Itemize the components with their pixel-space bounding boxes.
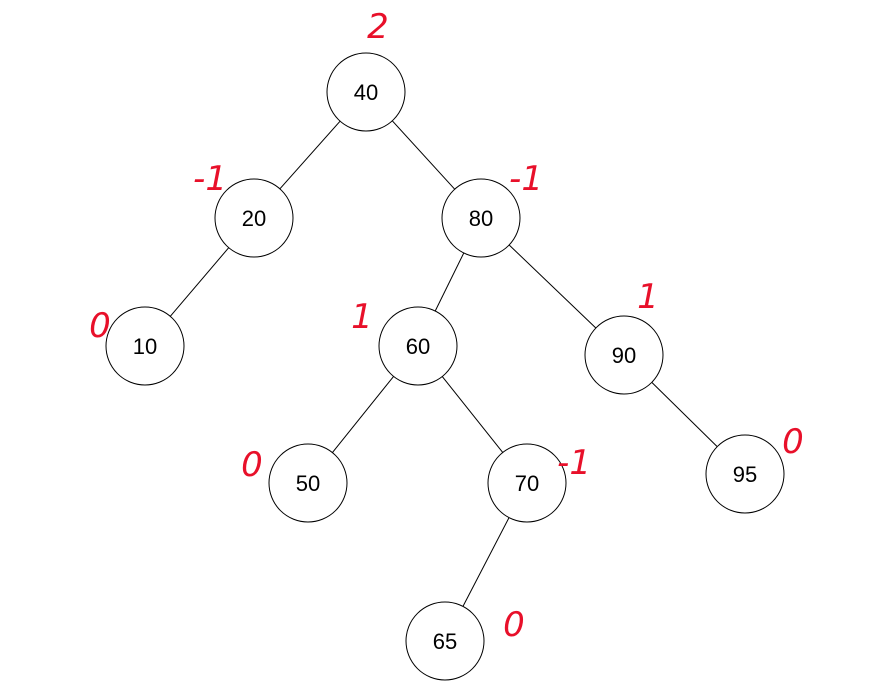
node-circle [268, 443, 348, 523]
tree-node-10: 10 [105, 306, 185, 386]
balance-factor-70: -1 [557, 443, 591, 483]
node-label: 90 [612, 343, 636, 368]
node-label: 65 [433, 629, 457, 654]
balance-factor-95: 0 [782, 422, 804, 462]
node-label: 10 [133, 334, 157, 359]
tree-node-90: 90 [584, 315, 664, 395]
tree-node-95: 95 [705, 434, 785, 514]
balance-factor-90: 1 [637, 277, 659, 317]
node-circle [705, 434, 785, 514]
node-circle [584, 315, 664, 395]
edge-90-95 [651, 381, 718, 448]
node-circle [105, 306, 185, 386]
node-circle [378, 306, 458, 386]
tree-node-20: 20 [214, 178, 294, 258]
node-label: 40 [354, 80, 378, 105]
node-label: 60 [406, 334, 430, 359]
edge-60-70 [441, 376, 504, 453]
tree-node-50: 50 [268, 443, 348, 523]
node-label: 50 [296, 471, 320, 496]
node-label: 20 [242, 206, 266, 231]
edge-20-10 [169, 247, 230, 317]
edge-60-50 [332, 376, 394, 453]
tree-node-65: 65 [405, 601, 485, 681]
node-label: 95 [733, 462, 757, 487]
node-circle [405, 601, 485, 681]
balance-factor-60: 1 [351, 297, 373, 337]
balance-factor-65: 0 [503, 605, 525, 645]
balance-factor-10: 0 [89, 306, 111, 346]
tree-edges [169, 120, 718, 607]
node-circle [441, 178, 521, 258]
balance-factor-20: -1 [193, 159, 227, 199]
edge-80-90 [508, 244, 597, 329]
node-circle [214, 178, 294, 258]
edge-40-20 [279, 120, 341, 190]
balance-factor-40: 2 [367, 7, 389, 47]
edge-40-80 [391, 120, 456, 190]
tree-node-60: 60 [378, 306, 458, 386]
tree-node-70: 70 [487, 443, 567, 523]
tree-node-80: 80 [441, 178, 521, 258]
balance-factor-50: 0 [241, 445, 263, 485]
node-label: 70 [515, 471, 539, 496]
edge-80-60 [434, 252, 465, 312]
node-circle [326, 52, 406, 132]
node-circle [487, 443, 567, 523]
balance-factor-80: -1 [509, 159, 543, 199]
tree-node-40: 40 [326, 52, 406, 132]
node-label: 80 [469, 206, 493, 231]
edge-70-65 [462, 517, 510, 607]
